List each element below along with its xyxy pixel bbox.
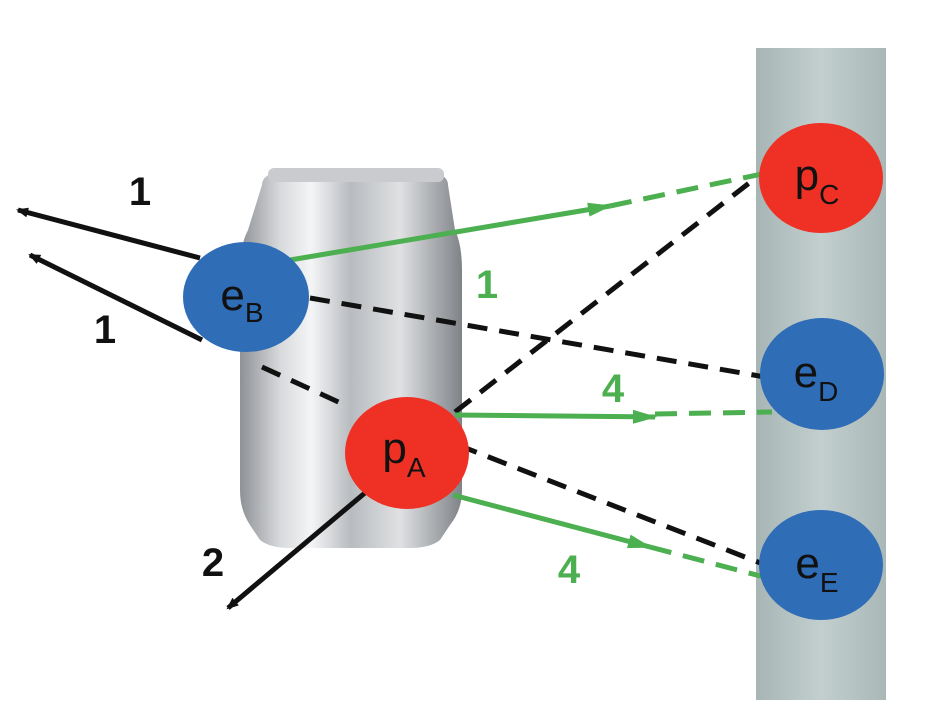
label-pA-to-eD: 4 [602, 367, 625, 411]
node-pC: pC [759, 123, 883, 233]
node-eE: eE [759, 510, 883, 620]
green-dash-eD [654, 409, 773, 417]
arrow-eB-top [16, 207, 201, 261]
node-eD: eD [760, 318, 884, 430]
svg-text:eE: eE [795, 539, 838, 598]
node-pA: pA [345, 397, 469, 509]
dashed-eB-pA [260, 364, 347, 408]
svg-text:eD: eD [794, 348, 839, 407]
green-dash-pC [609, 171, 763, 209]
label-eB-arrow-top: 1 [129, 170, 151, 214]
arrow-pA-to-eD [454, 409, 657, 424]
svg-text:eB: eB [220, 271, 263, 328]
dashed-pA-pC [453, 171, 764, 414]
svg-text:pA: pA [382, 424, 425, 483]
node-eB: eB [183, 242, 309, 352]
arrow-eB-bottom [28, 252, 204, 343]
arrow-eB-to-pC [289, 202, 612, 263]
arrow-pA-to-eE [452, 492, 652, 550]
dashed-pA-eE [457, 442, 769, 569]
label-pA-arrow: 2 [202, 541, 224, 585]
svg-text:pC: pC [795, 151, 840, 210]
label-pA-to-eE: 4 [558, 548, 581, 592]
label-eB-arrow-bottom: 1 [94, 308, 116, 352]
green-dash-eE [649, 544, 769, 581]
dashed-eB-eD [309, 295, 766, 380]
label-eB-to-pC: 1 [476, 263, 498, 307]
arrow-pA-down [226, 490, 368, 610]
